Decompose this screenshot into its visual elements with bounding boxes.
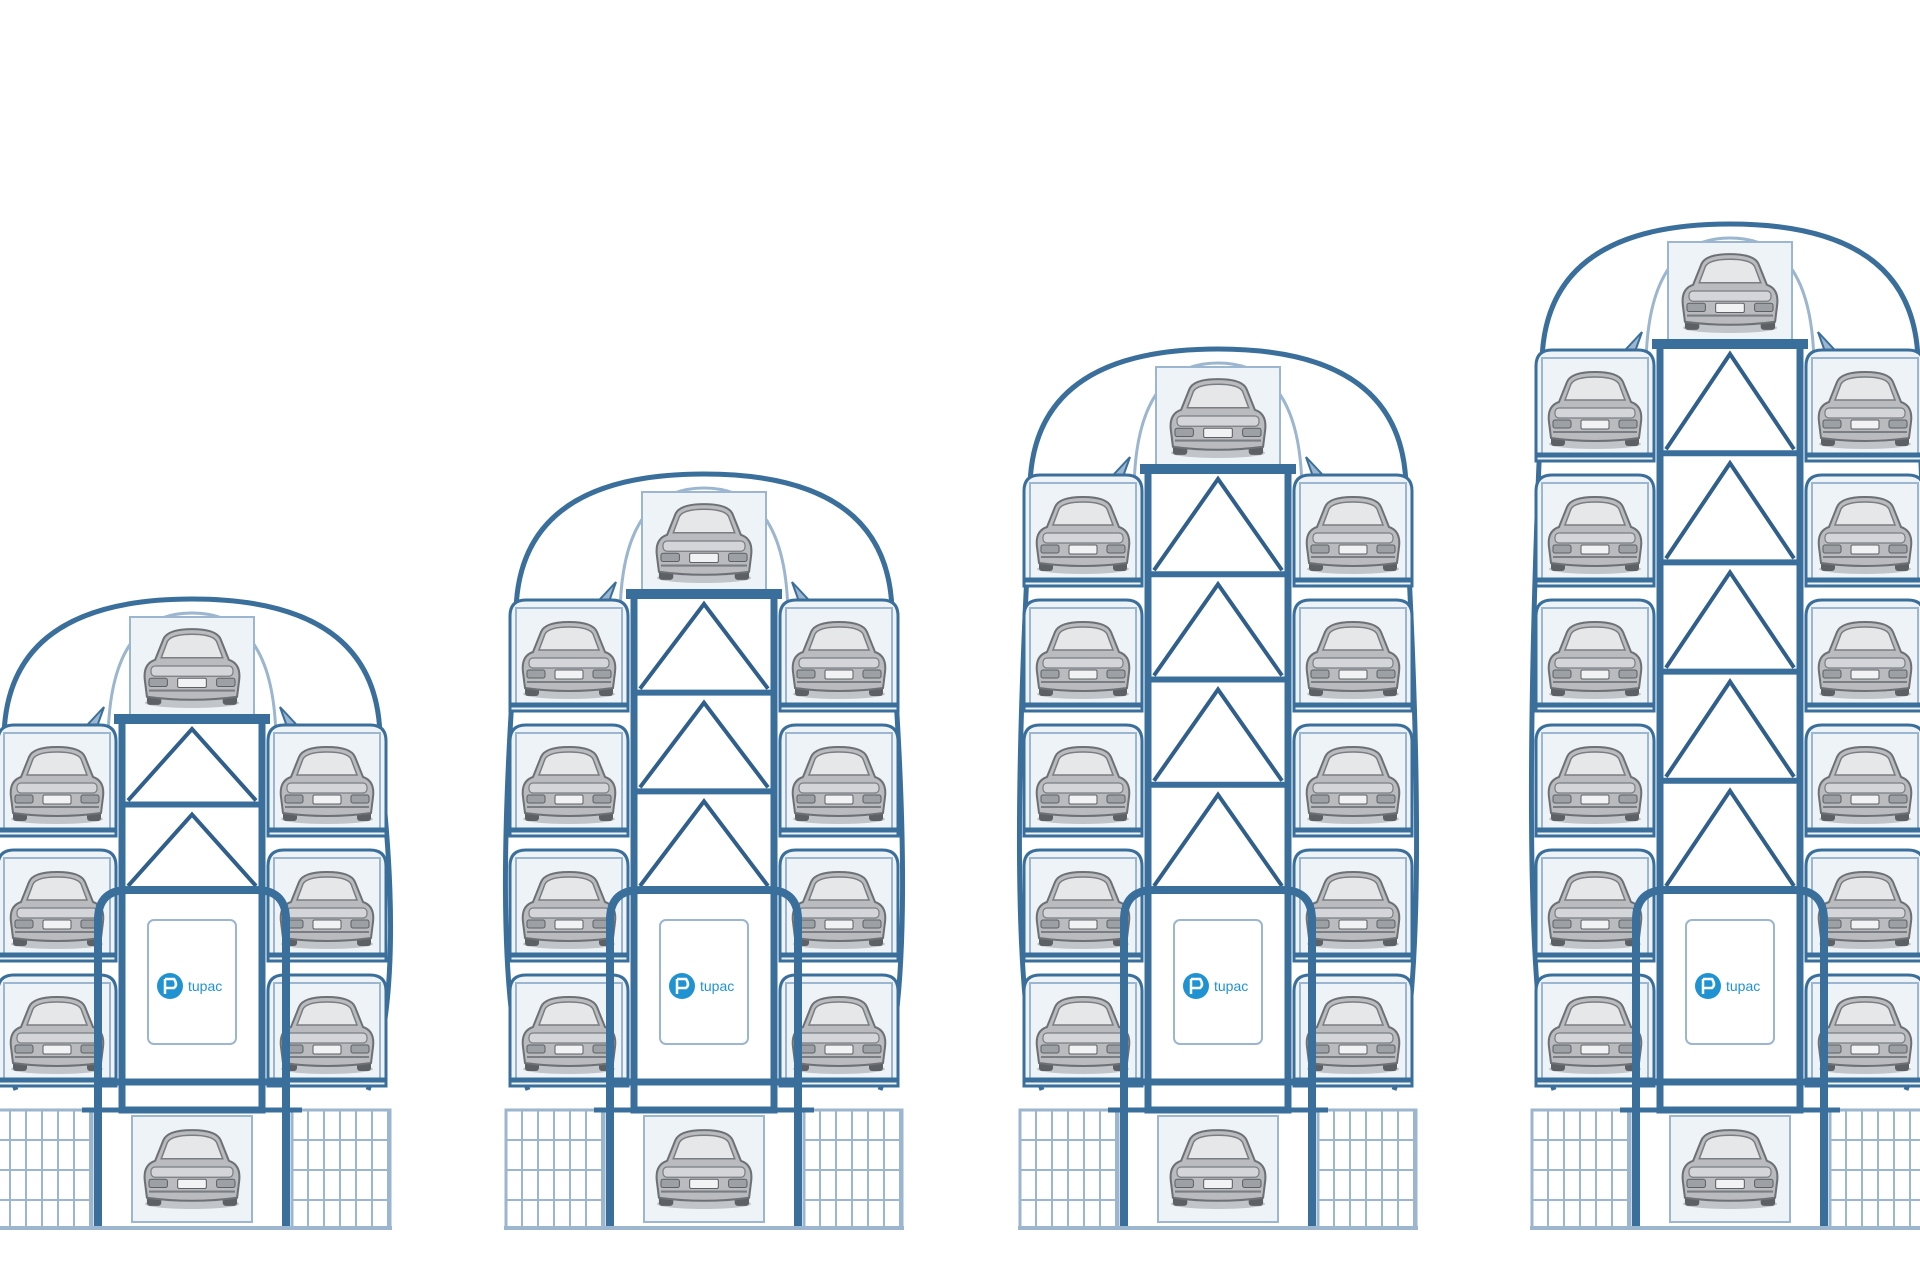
parking-slot (1534, 598, 1656, 713)
ground-entry-bay (0, 1115, 392, 1230)
tower-1: tupac (0, 596, 394, 1230)
parking-slot (1022, 473, 1144, 588)
lift-cabin: tupac (659, 919, 749, 1045)
parking-slot (1804, 848, 1920, 963)
lift-cabin: tupac (1173, 919, 1263, 1045)
central-lift-frame (1620, 339, 1840, 1228)
top-slot (129, 616, 255, 718)
brand-logo-icon (1695, 973, 1721, 999)
parking-slot (508, 598, 630, 713)
top-slot (641, 491, 767, 593)
parking-slot (778, 848, 900, 963)
parking-slot (1804, 473, 1920, 588)
parking-slot (778, 973, 900, 1088)
ground-entry-bay (504, 1115, 904, 1230)
ground-entry-bay (1530, 1115, 1920, 1230)
brand-logo-icon (1183, 973, 1209, 999)
rotation-track (0, 596, 394, 1091)
central-lift-frame (82, 714, 302, 1228)
parking-slot (1022, 848, 1144, 963)
parking-slot (778, 598, 900, 713)
parking-slot (1292, 598, 1414, 713)
ground-grid-right (1828, 1108, 1920, 1230)
tower-4: tupac (1528, 221, 1920, 1230)
parking-slot (266, 723, 388, 838)
top-arc (1644, 236, 1816, 371)
top-arc (1132, 361, 1304, 496)
parking-slot (1534, 473, 1656, 588)
top-slot (1667, 241, 1793, 343)
parking-slot (1804, 973, 1920, 1088)
parking-slot (1292, 723, 1414, 838)
parking-slot (0, 723, 118, 838)
parking-slot (266, 848, 388, 963)
parking-slot (1804, 348, 1920, 463)
central-lift-frame (594, 589, 814, 1228)
parking-slot (0, 973, 118, 1088)
top-arc (618, 486, 790, 621)
parking-slot (1292, 973, 1414, 1088)
parking-slot (1292, 473, 1414, 588)
brand-name: tupac (1214, 978, 1248, 994)
parking-slot (1534, 723, 1656, 838)
tower-2: tupac (502, 471, 906, 1230)
parking-slot (1534, 348, 1656, 463)
ground-grid-left (1018, 1108, 1120, 1230)
top-slot (1155, 366, 1281, 468)
central-lift-frame (1108, 464, 1328, 1228)
parking-slot (1022, 723, 1144, 838)
brand-logo-icon (157, 973, 183, 999)
parking-slot (1804, 598, 1920, 713)
ground-entry-bay (1018, 1115, 1418, 1230)
ground-grid-left (0, 1108, 94, 1230)
rotation-track (502, 471, 906, 1091)
ground-grid-left (1530, 1108, 1632, 1230)
lift-cabin: tupac (147, 919, 237, 1045)
parking-slot (266, 973, 388, 1088)
parking-slot (778, 723, 900, 838)
rotation-track (1528, 221, 1920, 1091)
parking-slot (1804, 723, 1920, 838)
brand-name: tupac (1726, 978, 1760, 994)
parking-slot (0, 848, 118, 963)
brand-logo-icon (669, 973, 695, 999)
parking-slot (508, 723, 630, 838)
rotation-track (1016, 346, 1420, 1091)
brand-name: tupac (700, 978, 734, 994)
top-arc (106, 611, 278, 746)
ground-grid-right (1316, 1108, 1418, 1230)
tower-3: tupac (1016, 346, 1420, 1230)
ground-grid-left (504, 1108, 606, 1230)
ground-grid-right (290, 1108, 392, 1230)
lift-cabin: tupac (1685, 919, 1775, 1045)
parking-slot (1022, 598, 1144, 713)
brand-name: tupac (188, 978, 222, 994)
ground-grid-right (802, 1108, 904, 1230)
